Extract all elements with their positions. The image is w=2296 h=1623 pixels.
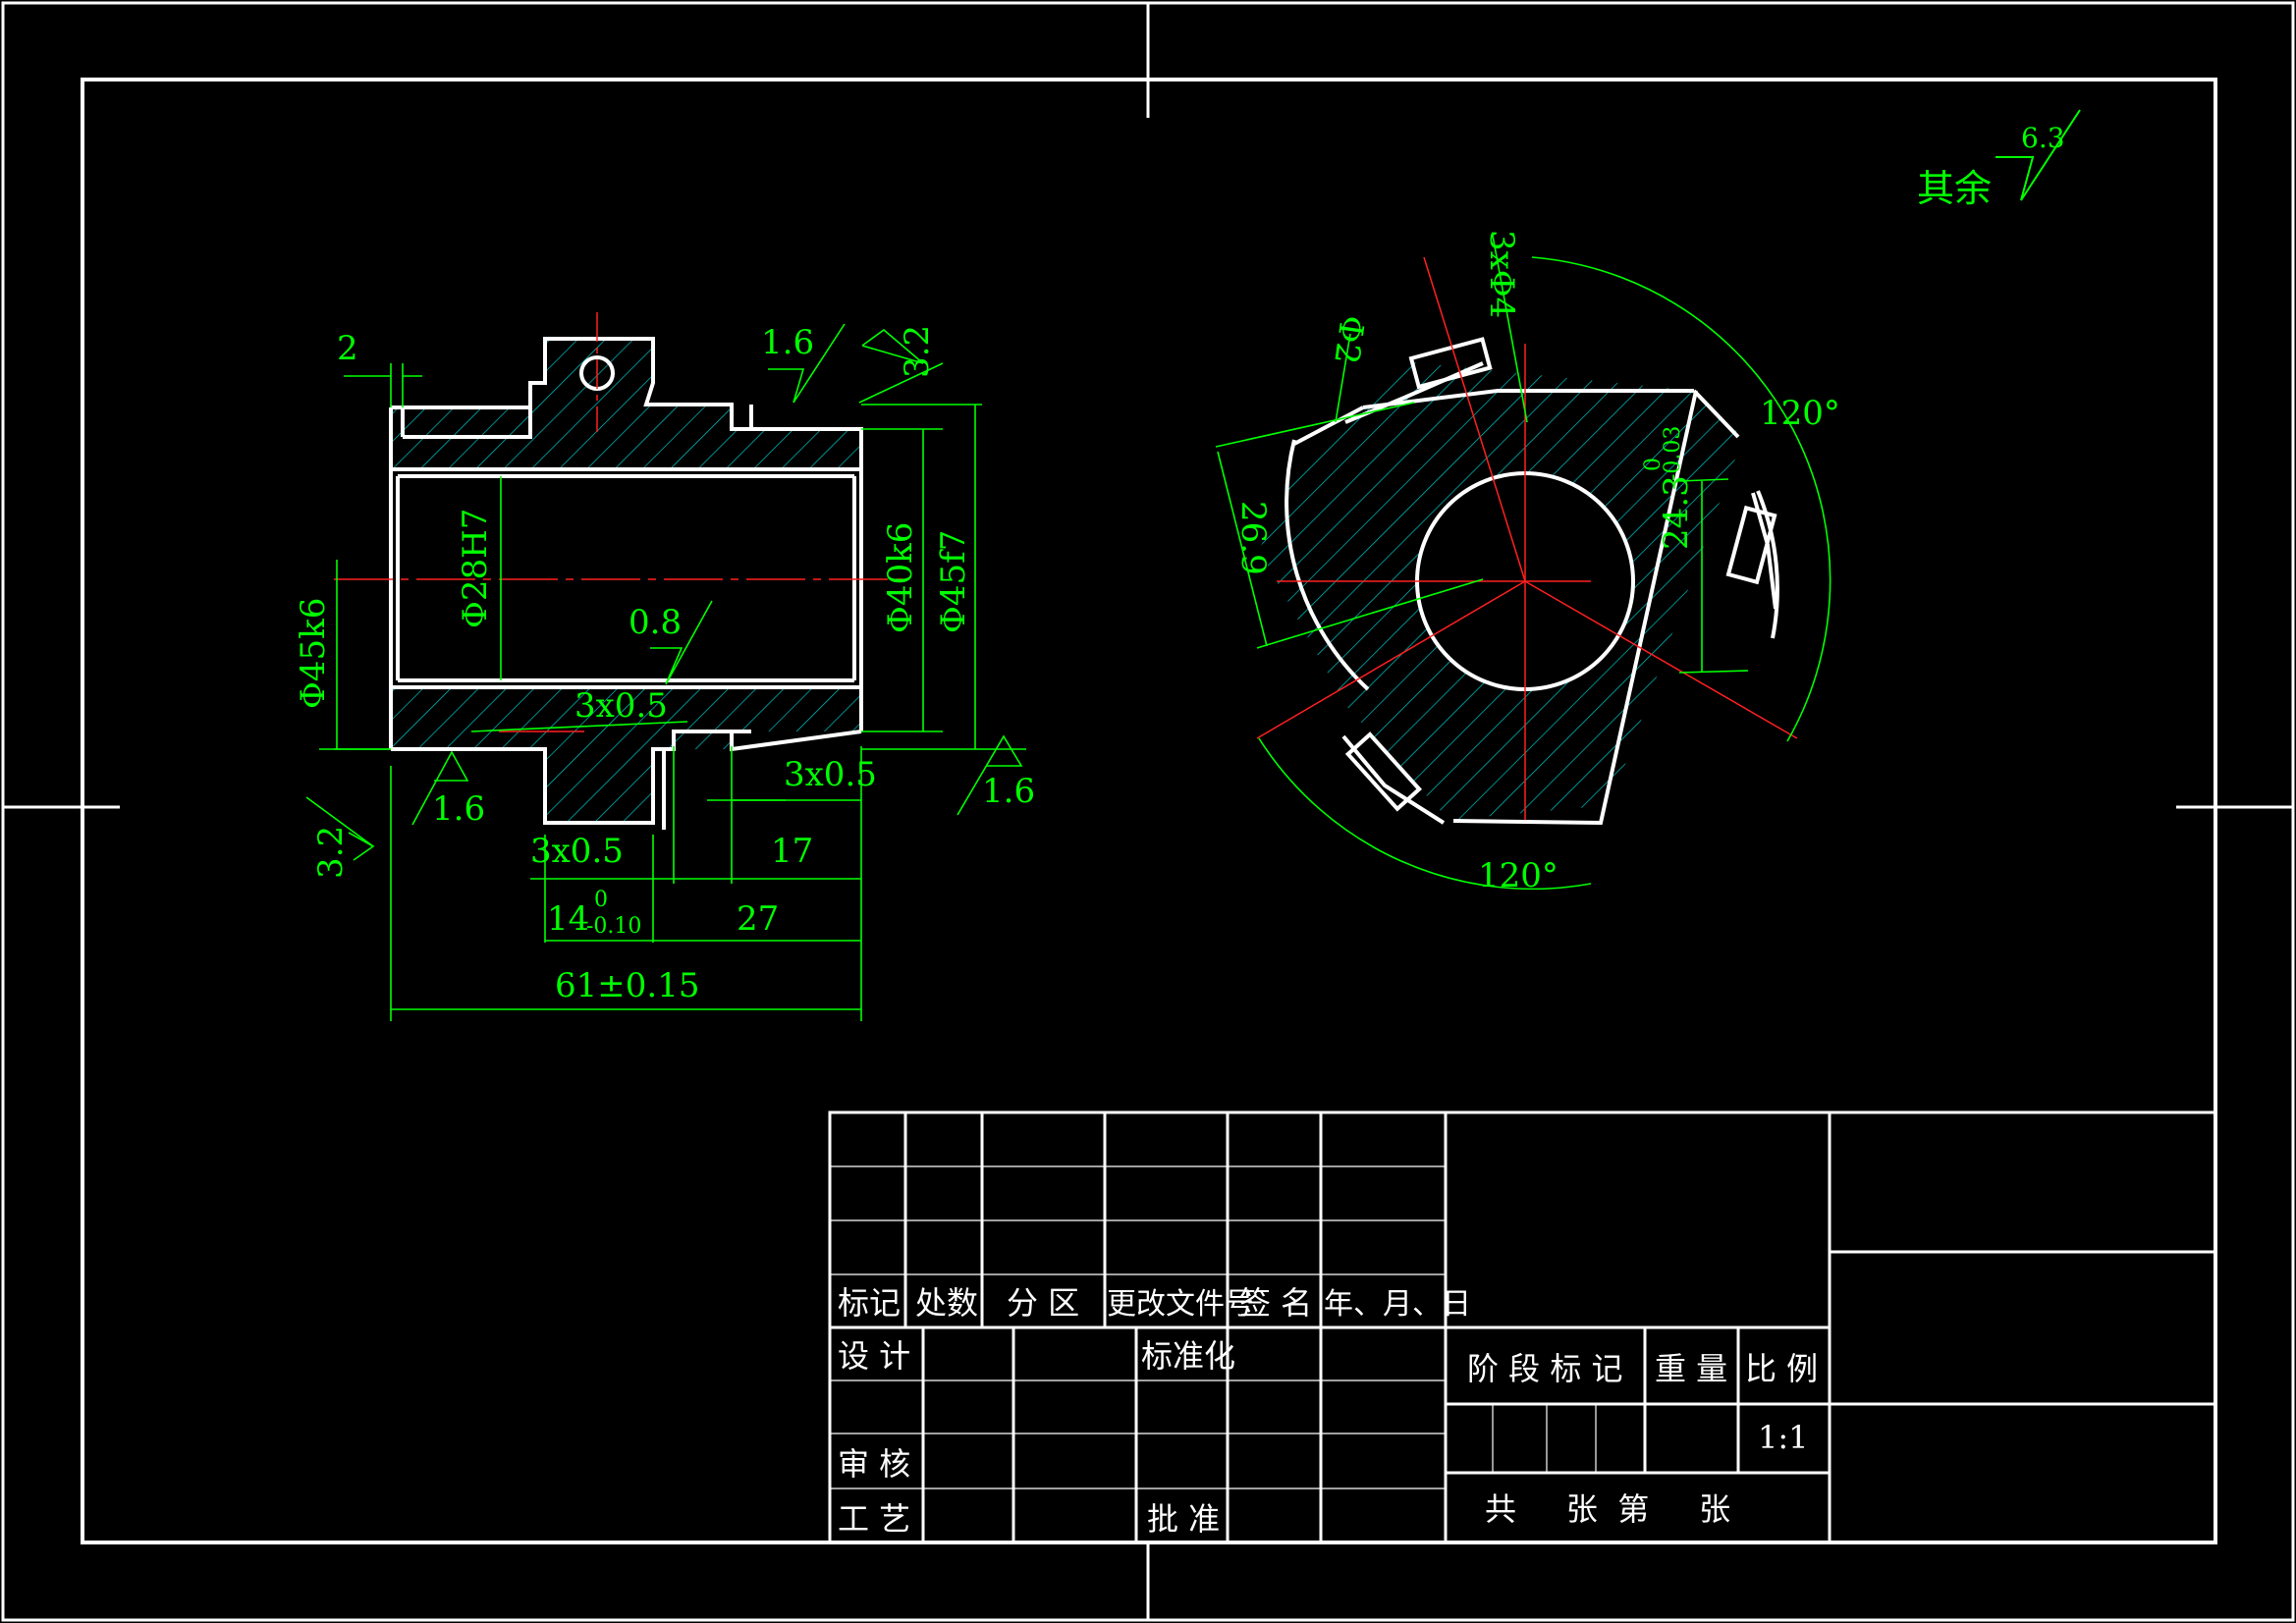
angle-bottom: 120° [1478, 856, 1558, 895]
dim-14-tol-lower: -0.10 [586, 914, 641, 939]
side-view: 2 1.6 3.2 Φ28H7 Φ40k6 Φ45f7 Φ45k6 0.8 3x… [294, 312, 1035, 1021]
general-roughness-label: 其余 [1917, 167, 1992, 210]
ra-bore: 0.8 [629, 603, 682, 642]
ra-top-1: 1.6 [761, 323, 814, 362]
dim-24-3: 24.3 [1657, 475, 1696, 550]
rev-header-2: 分 区 [1007, 1284, 1079, 1322]
approve-label: 批 准 [1147, 1500, 1220, 1538]
scale-label: 比 例 [1745, 1350, 1818, 1387]
sheets-label: 共 张 第 张 [1485, 1490, 1730, 1528]
dim-26-9: 26.9 [1233, 501, 1273, 575]
dim-14: 14 [547, 899, 589, 939]
phi2-label: Φ2 [1326, 313, 1372, 367]
dim-phi45k6: Φ45k6 [294, 598, 333, 709]
design-label: 设 计 [838, 1337, 910, 1375]
dim-61: 61±0.15 [555, 966, 699, 1005]
process-label: 工 艺 [838, 1500, 910, 1538]
dim-2: 2 [337, 329, 358, 368]
dim-24-3-tol-upper: 0 [1641, 458, 1666, 471]
groove-left-label: 3x0.5 [530, 832, 624, 871]
ra-top-2: 3.2 [898, 325, 937, 378]
stage-mark-label: 阶 段 标 记 [1467, 1350, 1623, 1387]
dim-24-3-tol-lower: -0.03 [1661, 426, 1685, 481]
standardize-label: 标准化 [1141, 1337, 1235, 1375]
dim-phi28: Φ28H7 [456, 509, 495, 628]
groove-right-label: 3x0.5 [784, 755, 877, 794]
bottom-wall-hatch [391, 687, 861, 823]
title-block: 标记 处数 分 区 更改文件号 签 名 年、月、日 设 计 标准化 审 核 工 … [828, 1110, 2217, 1544]
weight-label: 重 量 [1655, 1350, 1727, 1387]
holes-label: 3xΦ4 [1482, 230, 1521, 318]
dim-phi45f7: Φ45f7 [934, 530, 973, 633]
rev-header-3: 更改文件号 [1107, 1287, 1254, 1322]
general-roughness-value: 6.3 [2021, 122, 2065, 154]
dim-17: 17 [771, 832, 813, 871]
dim-phi40: Φ40k6 [881, 522, 920, 633]
review-label: 审 核 [838, 1445, 910, 1483]
rev-header-0: 标记 [838, 1284, 901, 1322]
groove-inner-label: 3x0.5 [574, 686, 668, 726]
dim-27: 27 [737, 899, 779, 939]
rev-header-1: 处数 [915, 1284, 978, 1322]
ra-bottom-right: 1.6 [982, 772, 1035, 811]
scale-value: 1:1 [1758, 1419, 1809, 1456]
end-view: 3xΦ4 Φ2 26.9 24.3 0 -0.03 120° 120° [1215, 230, 1840, 895]
ra-bottom-left-1: 1.6 [432, 789, 485, 829]
angle-right: 120° [1760, 394, 1840, 433]
rev-header-4: 签 名 [1239, 1284, 1312, 1322]
general-roughness-symbol: 6.3 其余 [1917, 109, 2081, 210]
dim-14-tol-upper: 0 [594, 888, 608, 912]
ra-bottom-left-2: 3.2 [311, 826, 351, 879]
rev-header-5: 年、月、日 [1324, 1287, 1471, 1322]
